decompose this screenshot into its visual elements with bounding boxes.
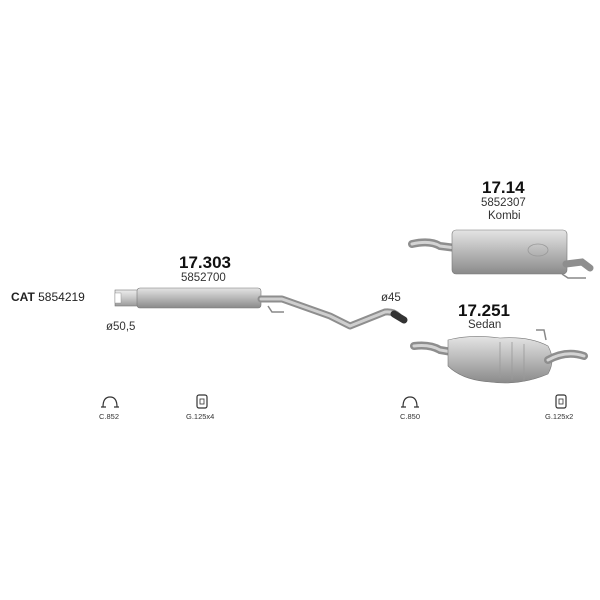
mid-part-code: 5852700	[181, 272, 226, 284]
rubber-hanger-icon	[196, 394, 208, 409]
accessory-code: G.125x4	[186, 412, 215, 421]
cat-label: CAT 5854219	[11, 291, 85, 303]
accessory-code: G.125x2	[545, 412, 574, 421]
mid-part-number: 17.303	[179, 253, 231, 272]
clamp-icon	[101, 396, 119, 408]
sedan-variant: Sedan	[468, 319, 502, 331]
kombi-variant: Kombi	[488, 210, 521, 222]
sedan-part-number: 17.251	[458, 301, 510, 320]
kombi-part-code: 5852307	[481, 197, 526, 209]
accessory-code: C.850	[400, 412, 421, 421]
rear-silencer-kombi[interactable]	[408, 229, 594, 279]
accessory-code: C.852	[99, 412, 120, 421]
middle-silencer-pipe[interactable]	[114, 287, 408, 330]
rubber-hanger-icon	[555, 394, 567, 409]
kombi-part-number: 17.14	[482, 178, 525, 197]
rear-silencer-sedan[interactable]	[410, 329, 588, 384]
cat-prefix: CAT	[11, 290, 35, 304]
mid-inlet-diameter: ø50,5	[106, 321, 136, 333]
clamp-icon	[401, 396, 419, 408]
cat-code: 5854219	[38, 290, 85, 304]
mid-outlet-diameter: ø45	[381, 292, 401, 304]
